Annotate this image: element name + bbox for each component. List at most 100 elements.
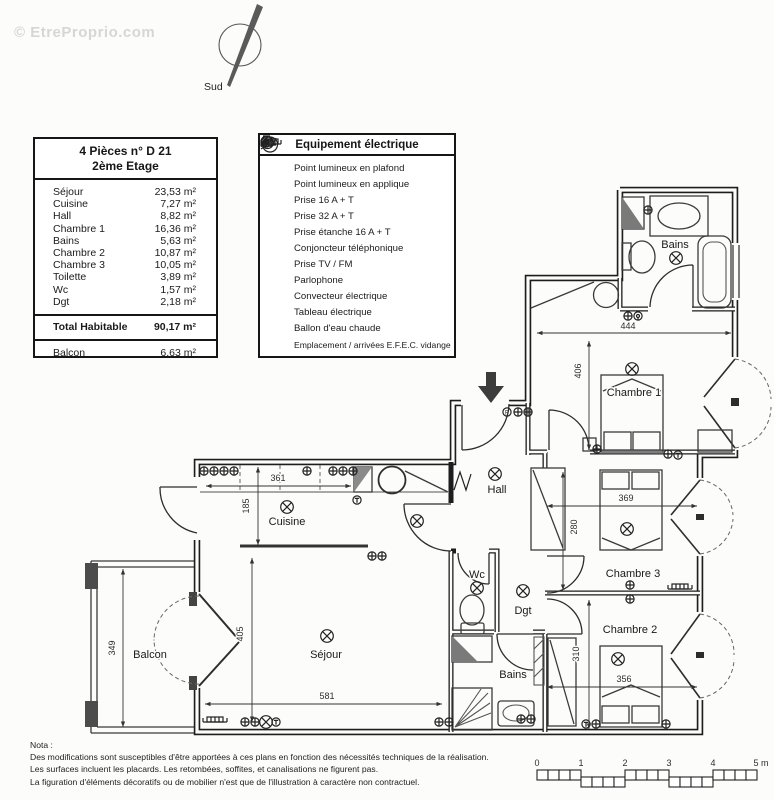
fixtures <box>200 195 733 731</box>
room-label-hall: Hall <box>488 484 507 496</box>
balcony-rails <box>85 560 197 734</box>
dim-405: 405 <box>235 626 245 641</box>
legend-item: Convecteur électrique <box>260 138 452 305</box>
dim-310: 310 <box>571 646 581 661</box>
dim-356: 356 <box>616 674 631 684</box>
balcony-post <box>85 563 98 589</box>
scale-label-2: 2 <box>622 758 627 768</box>
watermark: © EtreProprio.com <box>14 24 156 41</box>
scale-bar: 0 1 2 3 4 5 m <box>533 757 770 788</box>
scale-label-4: 4 <box>710 758 715 768</box>
convector-symbol <box>202 716 228 723</box>
closets <box>404 281 620 727</box>
legend-item: Ballon d'eau chaude <box>260 136 452 337</box>
ceiling-light-symbol <box>259 715 273 729</box>
dim-444: 444 <box>620 321 635 331</box>
nota-line: Les surfaces incluent les placards. Les … <box>30 764 379 775</box>
legend-item: Prise TV / FM <box>260 135 452 273</box>
dim-406: 406 <box>573 363 583 378</box>
room-label-sejour: Séjour <box>310 649 342 661</box>
compass: Sud <box>204 4 263 93</box>
room-label-balcon: Balcon <box>133 649 167 661</box>
table-divider <box>35 339 216 342</box>
ceiling-light-symbol <box>470 581 484 595</box>
legend-rows: Point lumineux en plafond Point lumineux… <box>260 135 454 353</box>
tv-fm-symbol <box>633 311 643 321</box>
scale-label-1: 1 <box>578 758 583 768</box>
dim-349: 349 <box>107 640 117 655</box>
room-label-wc: Wc <box>469 569 485 581</box>
legend-item: Conjoncteur téléphonique <box>260 135 452 256</box>
legend-item: Tableau électrique <box>260 136 452 321</box>
legend-item: Point lumineux en applique <box>260 138 452 192</box>
balcony-post <box>85 701 98 727</box>
nota-block: Nota : Des modifications sont susceptibl… <box>30 739 520 788</box>
room-label-chambre3: Chambre 3 <box>606 568 660 580</box>
ceiling-light-symbol <box>410 514 424 528</box>
dim-185: 185 <box>241 498 251 513</box>
room-label-bains-bottom: Bains <box>499 669 527 681</box>
legend-item: Prise 32 A + T <box>260 135 452 224</box>
ceiling-light-symbol <box>620 522 634 536</box>
compass-label: Sud <box>204 81 223 93</box>
convector-symbol <box>667 583 693 590</box>
dim-581: 581 <box>319 691 334 701</box>
room-labels: Bains Chambre 1 Hall Cuisine Wc Dgt Séjo… <box>132 238 691 683</box>
ceiling-light-symbol <box>320 629 334 643</box>
ceiling-light-symbol <box>625 362 639 376</box>
ceiling-light-symbol <box>280 500 294 514</box>
dimension-lines: 444 406 369 280 361 185 405 349 581 310 … <box>106 320 731 729</box>
room-label-cuisine: Cuisine <box>269 516 306 528</box>
room-label-chambre1: Chambre 1 <box>607 387 661 399</box>
dim-369: 369 <box>618 493 633 503</box>
scale-label-5m: 5 m <box>753 758 768 768</box>
phone-jack-symbol <box>271 717 281 727</box>
dim-280: 280 <box>569 519 579 534</box>
dim-361: 361 <box>270 473 285 483</box>
legend-item: Point lumineux en plafond <box>260 135 452 176</box>
walls <box>193 186 740 736</box>
area-table-title: 4 Pièces n° D 21 2ème Etage <box>35 139 216 180</box>
scale-label-0: 0 <box>534 758 539 768</box>
table-divider <box>35 314 216 317</box>
room-label-dgt: Dgt <box>514 605 531 617</box>
nota-line: Des modifications sont susceptibles d'êt… <box>30 752 489 763</box>
ceiling-light-symbol <box>488 467 502 481</box>
compass-needle-icon <box>227 4 263 87</box>
legend-title: Equipement électrique <box>260 135 454 156</box>
scale-label-3: 3 <box>666 758 671 768</box>
entrance-arrow-icon <box>478 372 504 403</box>
water-heater-symbol <box>377 465 407 495</box>
legend-item: Prise 16 A + T <box>260 135 452 208</box>
electrical-panel-symbol <box>453 470 472 492</box>
ceiling-light-symbol <box>669 251 683 265</box>
electrical-legend: Equipement électrique Point lumineux en … <box>258 133 456 358</box>
nota-line: Nota : <box>30 740 53 750</box>
floor-label: 2ème Etage <box>92 159 159 173</box>
room-label-chambre2: Chambre 2 <box>603 624 657 636</box>
doors-and-windows <box>153 264 772 699</box>
legend-item: Prise étanche 16 A + T <box>260 135 452 240</box>
ceiling-light-symbol <box>611 652 625 666</box>
nota-line: La figuration d'éléments décoratifs ou d… <box>30 776 420 787</box>
room-label-bains-top: Bains <box>661 239 689 251</box>
apartment-id: 4 Pièces n° D 21 <box>79 144 172 158</box>
bathroom-window <box>732 245 740 298</box>
phone-jack-symbol <box>352 495 362 505</box>
